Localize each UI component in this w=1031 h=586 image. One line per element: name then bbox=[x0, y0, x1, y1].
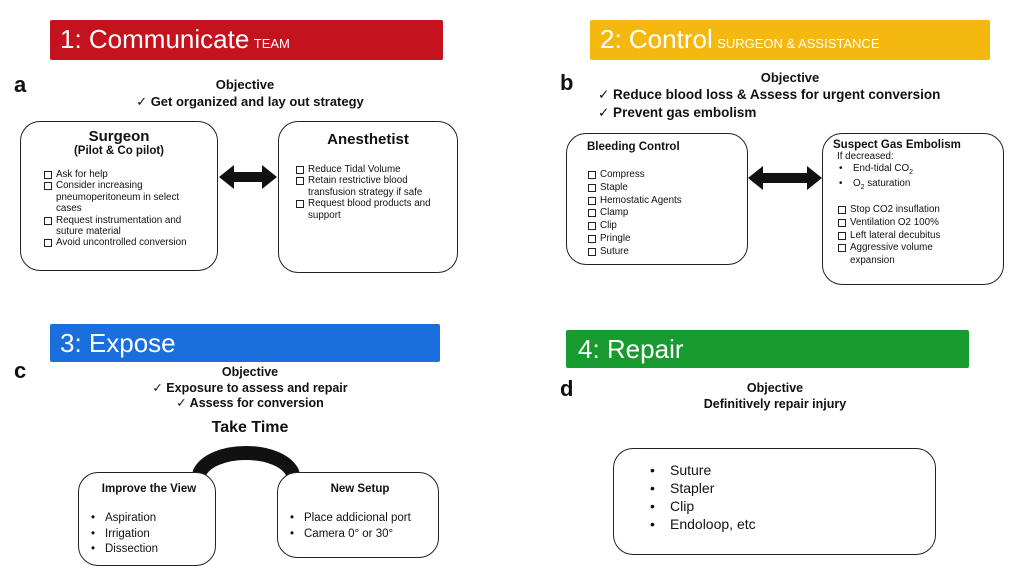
surgeon-subtitle: (Pilot & Co pilot) bbox=[73, 145, 165, 157]
list-item: Place addicional port bbox=[288, 511, 432, 527]
list-item: Clip bbox=[648, 497, 925, 515]
list-item: Consider increasing pneumoperitoneum in … bbox=[43, 180, 207, 214]
list-item: O2 saturation bbox=[837, 178, 997, 193]
take-time-label: Take Time bbox=[211, 419, 289, 436]
list-item: Left lateral decubitus bbox=[837, 230, 997, 243]
gas-indicators: End-tidal CO2 O2 saturation bbox=[837, 163, 997, 194]
banner-communicate: 1: Communicate TEAM bbox=[50, 20, 443, 60]
list-item: Aspiration bbox=[89, 511, 209, 527]
improve-view-title: Improve the View bbox=[101, 483, 197, 495]
objective-title: Objective bbox=[221, 365, 279, 379]
subscript: 2 bbox=[909, 168, 913, 176]
banner-title: 1: Communicate bbox=[60, 24, 250, 54]
gas-embolism-box: Suspect Gas Embolism If decreased: End-t… bbox=[822, 133, 1004, 285]
improve-view-box: Improve the View Aspiration Irrigation D… bbox=[78, 472, 216, 566]
anesthetist-box: Anesthetist Reduce Tidal Volume Retain r… bbox=[278, 121, 458, 273]
list-item: Avoid uncontrolled conversion bbox=[43, 237, 207, 248]
bridge-arc-icon bbox=[192, 446, 300, 478]
double-arrow-icon bbox=[219, 165, 277, 189]
list-item: End-tidal CO2 bbox=[837, 163, 997, 178]
list-item: Suture bbox=[587, 246, 739, 259]
new-setup-box: New Setup Place addicional port Camera 0… bbox=[277, 472, 439, 558]
improve-view-actions: Aspiration Irrigation Dissection bbox=[89, 511, 209, 558]
new-setup-actions: Place addicional port Camera 0° or 30° bbox=[288, 511, 432, 542]
banner-title: 2: Control bbox=[600, 24, 713, 54]
list-item: Hemostatic Agents bbox=[587, 195, 739, 208]
subscript: 2 bbox=[860, 184, 865, 192]
panel-letter-c: c bbox=[14, 358, 27, 383]
surgeon-title: Surgeon bbox=[88, 128, 150, 145]
objective-text: ✓ Get organized and lay out strategy bbox=[136, 94, 364, 109]
gas-embolism-title: Suspect Gas Embolism bbox=[833, 139, 961, 151]
list-item: Reduce Tidal Volume bbox=[295, 164, 447, 175]
banner-repair: 4: Repair bbox=[566, 330, 969, 368]
banner-expose: 3: Expose bbox=[50, 324, 440, 362]
surgeon-box: Surgeon (Pilot & Co pilot) Ask for help … bbox=[20, 121, 218, 271]
list-item: Irrigation bbox=[89, 527, 209, 543]
surgeon-actions: Ask for help Consider increasing pneumop… bbox=[43, 169, 207, 249]
list-item: Request blood products and support bbox=[295, 198, 447, 221]
list-item: Stapler bbox=[648, 479, 925, 497]
repair-options-box: Suture Stapler Clip Endoloop, etc bbox=[613, 448, 936, 555]
banner-title: 3: Expose bbox=[60, 328, 176, 358]
list-item: Clip bbox=[587, 220, 739, 233]
list-item: Staple bbox=[587, 182, 739, 195]
panel-letter-b: b bbox=[560, 70, 574, 95]
panel-letter-a: a bbox=[14, 72, 27, 97]
objective-text: ✓ Assess for conversion bbox=[176, 396, 324, 410]
repair-options: Suture Stapler Clip Endoloop, etc bbox=[648, 461, 925, 533]
objective-text: ✓ Reduce blood loss & Assess for urgent … bbox=[598, 87, 941, 102]
list-item: Camera 0° or 30° bbox=[288, 527, 432, 543]
list-item: Compress bbox=[587, 169, 739, 182]
o2-label: O bbox=[853, 178, 861, 190]
list-item: Request instrumentation and suture mater… bbox=[43, 215, 207, 238]
double-arrow-icon bbox=[748, 166, 822, 190]
list-item: Ask for help bbox=[43, 169, 207, 180]
list-item: Endoloop, etc bbox=[648, 515, 925, 533]
list-item: Stop CO2 insuflation bbox=[837, 204, 997, 217]
saturation-label: saturation bbox=[864, 178, 911, 190]
objective-text: ✓ Prevent gas embolism bbox=[598, 105, 757, 120]
bleeding-control-title: Bleeding Control bbox=[587, 141, 680, 153]
banner-control: 2: Control SURGEON & ASSISTANCE bbox=[590, 20, 990, 60]
objective-text: ✓ Exposure to assess and repair bbox=[152, 381, 348, 395]
banner-title: 4: Repair bbox=[578, 334, 684, 364]
list-item: Clamp bbox=[587, 207, 739, 220]
objective-title: Objective bbox=[215, 77, 275, 92]
objective-title: Objective bbox=[760, 70, 820, 85]
gas-actions: Stop CO2 insuflation Ventilation O2 100%… bbox=[837, 204, 997, 268]
objective-text: Definitively repair injury bbox=[703, 397, 847, 411]
anesthetist-title: Anesthetist bbox=[327, 131, 409, 148]
banner-subtitle: SURGEON & ASSISTANCE bbox=[717, 36, 880, 51]
list-item: Dissection bbox=[89, 542, 209, 558]
list-item: Aggressive volume expansion bbox=[837, 242, 997, 268]
new-setup-title: New Setup bbox=[330, 483, 390, 495]
if-decreased-label: If decreased: bbox=[837, 151, 894, 162]
list-item: Pringle bbox=[587, 233, 739, 246]
bleeding-control-actions: Compress Staple Hemostatic Agents Clamp … bbox=[587, 169, 739, 259]
end-tidal-label: End-tidal CO bbox=[853, 163, 910, 174]
anesthetist-actions: Reduce Tidal Volume Retain restrictive b… bbox=[295, 164, 447, 221]
list-item: Retain restrictive blood transfusion str… bbox=[295, 175, 447, 198]
panel-letter-d: d bbox=[560, 376, 574, 401]
objective-title: Objective bbox=[746, 381, 804, 395]
banner-subtitle: TEAM bbox=[253, 36, 290, 51]
list-item: Suture bbox=[648, 461, 925, 479]
bleeding-control-box: Bleeding Control Compress Staple Hemosta… bbox=[566, 133, 748, 265]
list-item: Ventilation O2 100% bbox=[837, 217, 997, 230]
